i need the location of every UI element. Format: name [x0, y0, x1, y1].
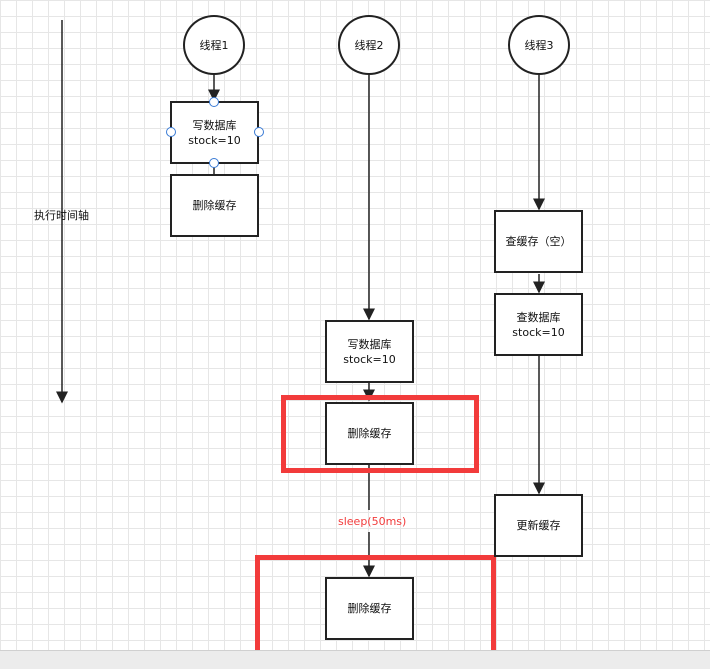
thread-1-step-write-db[interactable]: 写数据库 stock=10	[170, 101, 259, 164]
thread-2-title: 线程2	[354, 38, 384, 52]
horizontal-scrollbar[interactable]	[0, 650, 710, 669]
thread-2-step-delete-cache-again[interactable]: 删除缓存	[325, 577, 414, 640]
thread-2-step-2-label: 删除缓存	[347, 427, 392, 440]
thread-3-step-2-label: 查数据库 stock=10	[512, 310, 565, 339]
thread-1-step-delete-cache[interactable]: 删除缓存	[170, 174, 259, 237]
sleep-edge-label: sleep(50ms)	[338, 515, 407, 528]
thread-3-step-3-label: 更新缓存	[516, 519, 561, 532]
selection-handle-bottom[interactable]	[209, 158, 219, 168]
thread-1-step-2-label: 删除缓存	[192, 199, 237, 212]
thread-3-title: 线程3	[524, 38, 554, 52]
thread-3-step-update-cache[interactable]: 更新缓存	[494, 494, 583, 557]
thread-3-step-read-cache[interactable]: 查缓存（空）	[494, 210, 583, 273]
selection-handle-left[interactable]	[166, 127, 176, 137]
highlight-box-2	[255, 555, 496, 661]
thread-3-step-1-label: 查缓存（空）	[505, 235, 572, 248]
highlight-box-1	[281, 395, 479, 473]
thread-2-step-3-label: 删除缓存	[347, 602, 392, 615]
thread-2-step-delete-cache[interactable]: 删除缓存	[325, 402, 414, 465]
thread-1-node[interactable]: 线程1	[183, 15, 245, 75]
thread-3-node[interactable]: 线程3	[508, 15, 570, 75]
thread-2-node[interactable]: 线程2	[338, 15, 400, 75]
thread-2-step-1-label: 写数据库 stock=10	[343, 337, 396, 366]
thread-2-step-write-db[interactable]: 写数据库 stock=10	[325, 320, 414, 383]
thread-1-title: 线程1	[199, 38, 229, 52]
thread-3-step-read-db[interactable]: 查数据库 stock=10	[494, 293, 583, 356]
selection-handle-right[interactable]	[254, 127, 264, 137]
thread-1-step-1-label: 写数据库 stock=10	[188, 118, 241, 147]
selection-handle-top[interactable]	[209, 97, 219, 107]
timeline-label: 执行时间轴	[34, 209, 89, 222]
